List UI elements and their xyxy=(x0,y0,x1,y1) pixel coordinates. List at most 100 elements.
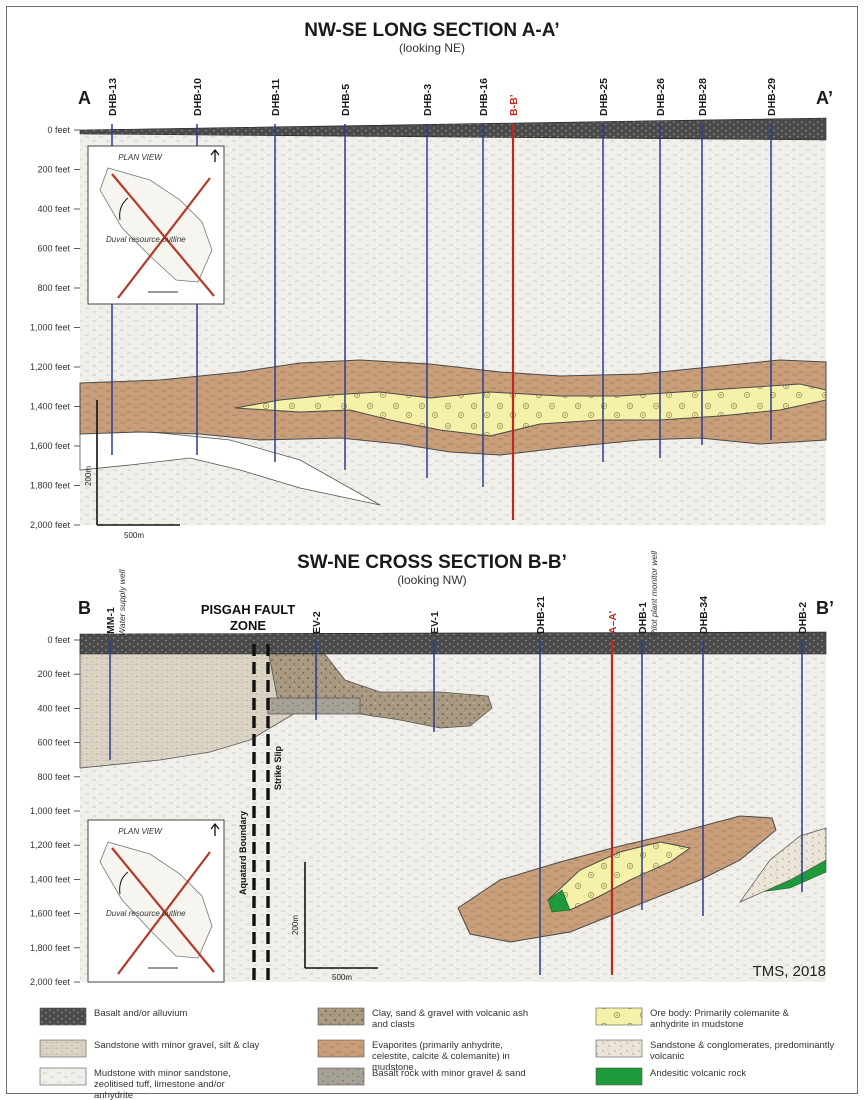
drill-hole-label: EV-1 xyxy=(429,611,441,634)
section-line-b xyxy=(117,177,211,299)
section-a-inset-map: PLAN VIEW Duval resource outline xyxy=(87,145,225,305)
depth-label: 2,000 feet xyxy=(30,520,71,530)
inset-title: PLAN VIEW xyxy=(118,827,163,836)
legend-swatch-conglomerate xyxy=(595,1039,643,1058)
section-b-scale: 200m 500m xyxy=(291,862,378,982)
section-b-strata xyxy=(79,631,827,982)
figure-frame xyxy=(6,6,858,1094)
depth-label: 1,400 feet xyxy=(30,402,71,412)
north-arrow-icon xyxy=(210,822,220,836)
section-line-b xyxy=(117,851,211,975)
drill-hole-label: DHB-29 xyxy=(766,78,778,116)
strike-slip-label: Strike Slip xyxy=(273,745,283,790)
depth-label: 2,000 feet xyxy=(30,977,71,987)
horizontal-scale-label: 500m xyxy=(124,531,144,540)
legend-swatch-clay xyxy=(317,1007,365,1026)
aquitard-boundary-label: Aquatard Boundary xyxy=(238,811,248,895)
ore-body xyxy=(234,383,827,437)
drill-hole-label: DHB-1 xyxy=(637,602,649,634)
section-a: NW-SE LONG SECTION A-A’ (looking NE) A A… xyxy=(30,20,833,540)
pisgah-fault-zone: PISGAH FAULT ZONE Aquatard Boundary Stri… xyxy=(201,602,295,982)
pointer-arrow-icon xyxy=(119,871,129,895)
legend-label: Ore body: Primarily colemanite &anhydrit… xyxy=(650,1008,790,1030)
inset-note: Duval resource outline xyxy=(106,909,186,918)
depth-label: 0 feet xyxy=(47,125,70,135)
section-line-a xyxy=(111,173,215,297)
vertical-scale-label: 200m xyxy=(84,466,93,486)
section-b-subtitle: (looking NW) xyxy=(397,573,466,587)
drill-hole-label: DHB-11 xyxy=(270,78,282,116)
conglomerate-layer xyxy=(738,827,827,903)
legend-swatch-sandstone xyxy=(39,1039,87,1058)
drill-hole-label: DHB-16 xyxy=(478,78,490,116)
section-a-left-end: A xyxy=(78,88,91,108)
section-a-title: NW-SE LONG SECTION A-A’ xyxy=(304,20,559,41)
section-b-right-end: B’ xyxy=(816,598,834,618)
section-b-left-end: B xyxy=(78,598,91,618)
section-intersection-label: B-B’ xyxy=(508,94,520,116)
legend-label: Basalt and/or alluvium xyxy=(94,1008,188,1019)
vertical-scale-label: 200m xyxy=(291,915,300,935)
depth-label: 400 feet xyxy=(37,204,70,214)
legend-label: Sandstone with minor gravel, silt & clay xyxy=(94,1040,260,1051)
lower-contact-band xyxy=(79,427,381,506)
depth-label: 600 feet xyxy=(37,244,70,254)
depth-label: 0 feet xyxy=(47,635,70,645)
drill-hole-label: DHB-21 xyxy=(535,596,547,634)
depth-label: 1,400 feet xyxy=(30,874,71,884)
depth-label: 1,600 feet xyxy=(30,909,71,919)
andesite-lens xyxy=(547,889,571,913)
fault-label-line2: ZONE xyxy=(230,618,266,633)
depth-label: 800 feet xyxy=(37,283,70,293)
depth-label: 1,800 feet xyxy=(30,943,71,953)
horizontal-scale-label: 500m xyxy=(332,973,352,982)
drill-hole-label: DHB-5 xyxy=(340,84,352,116)
drill-hole-label: DHB-10 xyxy=(192,78,204,116)
figure-credit: TMS, 2018 xyxy=(753,963,826,980)
drill-hole-label: DHB-2 xyxy=(797,602,809,634)
depth-label: 800 feet xyxy=(37,772,70,782)
legend-swatch-basalt xyxy=(39,1007,87,1026)
drill-hole-label: DHB-26 xyxy=(655,78,667,116)
drill-hole-label: MM-1 xyxy=(105,607,117,634)
depth-label: 400 feet xyxy=(37,703,70,713)
drill-hole-label: DHB-34 xyxy=(698,596,710,634)
section-a-right-end: A’ xyxy=(816,88,833,108)
surface-basalt-layer xyxy=(79,631,827,655)
inset-title: PLAN VIEW xyxy=(118,153,163,162)
section-line-a xyxy=(111,847,215,973)
section-b-title: SW-NE CROSS SECTION B-B’ xyxy=(297,552,567,573)
section-b: SW-NE CROSS SECTION B-B’ (looking NW) B … xyxy=(30,550,834,987)
depth-label: 1,800 feet xyxy=(30,481,71,491)
fault-label-line1: PISGAH FAULT xyxy=(201,602,295,617)
inset-note: Duval resource outline xyxy=(106,235,186,244)
legend-label: Evaporites (primarily anhydrite,celestit… xyxy=(372,1040,510,1073)
legend-swatch-mudstone xyxy=(39,1067,87,1086)
depth-label: 200 feet xyxy=(37,669,70,679)
section-a-scale: 200m 500m xyxy=(84,400,180,540)
drill-hole-label: DHB-3 xyxy=(422,84,434,116)
surface-basalt-layer xyxy=(79,117,827,141)
depth-label: 600 feet xyxy=(37,738,70,748)
drill-hole-label: EV-2 xyxy=(311,611,323,634)
depth-label: 1,200 feet xyxy=(30,840,71,850)
drill-hole-note: Water supply well xyxy=(117,568,127,636)
pointer-arrow-icon xyxy=(119,197,129,221)
section-intersection-label: A–A’ xyxy=(607,611,619,634)
section-a-subtitle: (looking NE) xyxy=(399,41,465,55)
section-b-inset-map: PLAN VIEW Duval resource outline xyxy=(87,819,225,983)
north-arrow-icon xyxy=(210,148,220,162)
legend-label: Sandstone & conglomerates, predominantly… xyxy=(650,1040,835,1062)
legend-label: Andesitic volcanic rock xyxy=(650,1068,746,1079)
legend-swatch-andesite xyxy=(595,1067,643,1086)
drill-hole-label: DHB-25 xyxy=(598,78,610,116)
legend-label: Basalt rock with minor gravel & sand xyxy=(372,1068,526,1079)
legend-swatch-basaltrock xyxy=(317,1067,365,1086)
section-b-depth-axis: 0 feet 200 feet 400 feet 600 feet 800 feet 1,… xyxy=(30,635,80,987)
depth-label: 1,600 feet xyxy=(30,441,71,451)
drill-hole-label: DHB-13 xyxy=(107,78,119,116)
